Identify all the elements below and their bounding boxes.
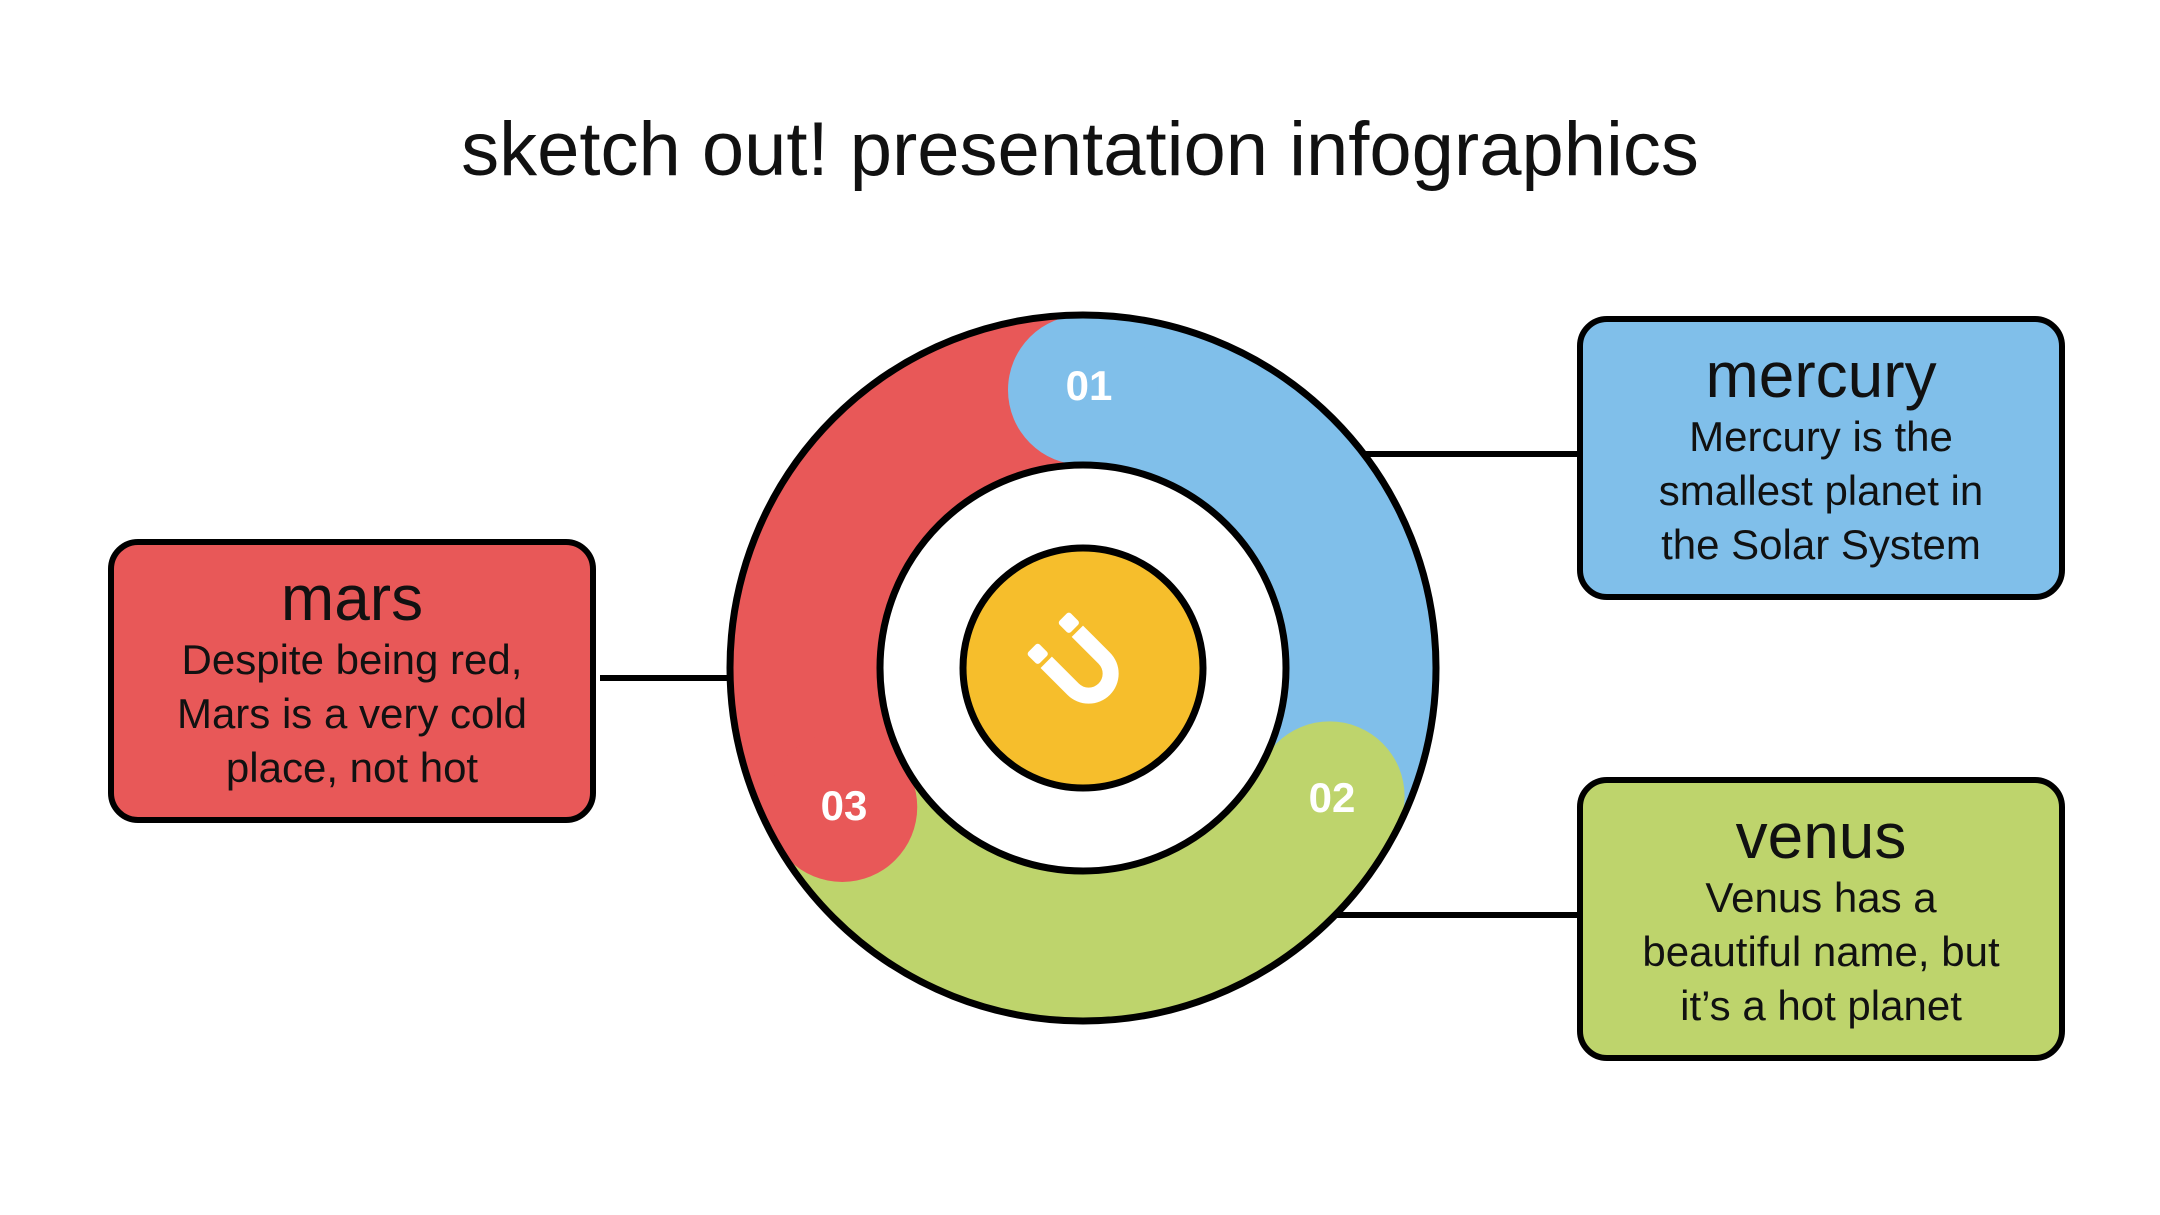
mars-line: Mars is a very cold	[176, 690, 528, 737]
ring-segment-head-01	[1008, 315, 1158, 465]
mercury-box: mercury Mercury is the smallest planet i…	[1577, 316, 2065, 600]
mars-title: mars	[280, 562, 424, 634]
segment-number-01: 01	[1066, 362, 1113, 409]
mars-box: mars Despite being red, Mars is a very c…	[108, 539, 596, 823]
center-circle	[959, 544, 1207, 792]
outer-ring	[726, 311, 1440, 1025]
mercury-line: the Solar System	[1661, 521, 1981, 568]
ring-segment-02	[776, 760, 1397, 1022]
venus-line: beautiful name, but	[1642, 928, 2000, 975]
mars-line: Despite being red,	[181, 636, 523, 683]
venus-line: Venus has a	[1705, 874, 1937, 921]
segment-number-03: 03	[821, 782, 868, 829]
magnet-icon	[1027, 612, 1119, 704]
mercury-line: smallest planet in	[1658, 467, 1984, 514]
mercury-line: Mercury is the	[1689, 413, 1953, 460]
ring-segment-03	[729, 314, 1085, 845]
segment-number-02: 02	[1309, 774, 1356, 821]
page-title: sketch out! presentation infographics	[461, 107, 1699, 192]
venus-box: venus Venus has a beautiful name, but it…	[1577, 777, 2065, 1061]
ring-segment-head-02	[1254, 721, 1405, 872]
mars-line: place, not hot	[225, 744, 479, 791]
mercury-title: mercury	[1705, 339, 1937, 411]
venus-line: it’s a hot planet	[1680, 982, 1962, 1029]
ring-segment-head-03	[767, 732, 918, 882]
venus-title: venus	[1735, 800, 1907, 872]
ring-segment-01	[1081, 314, 1436, 832]
